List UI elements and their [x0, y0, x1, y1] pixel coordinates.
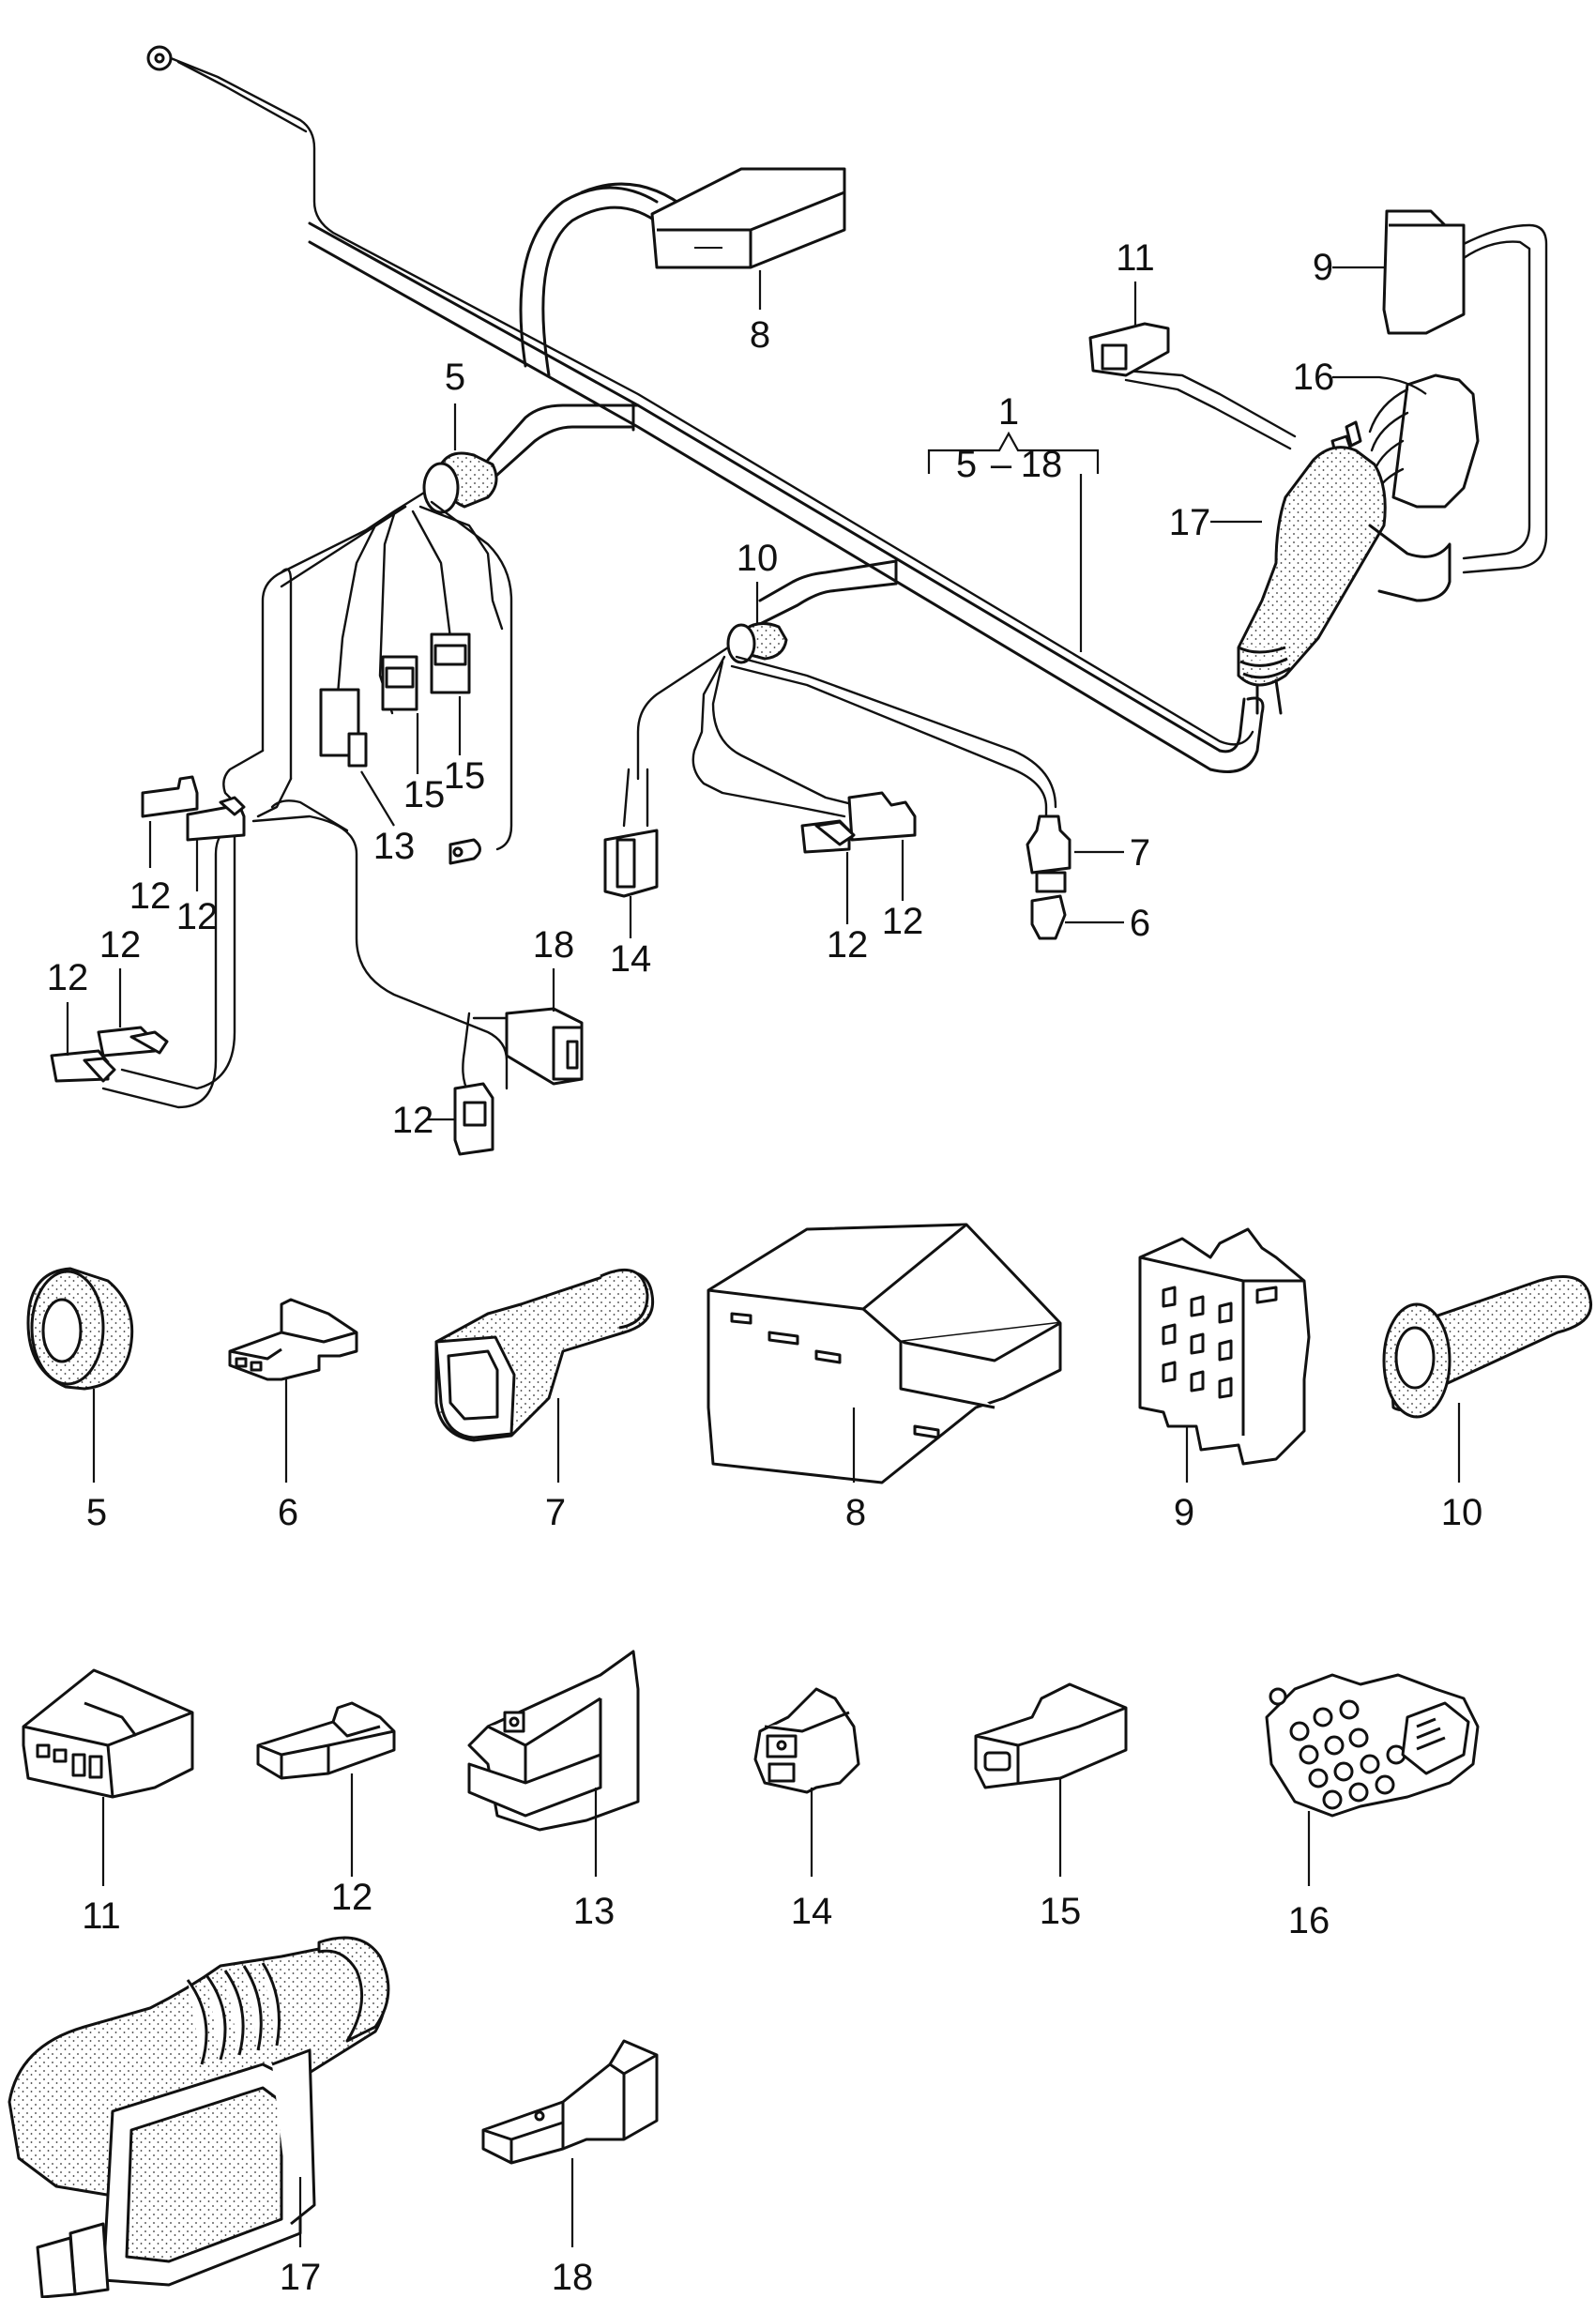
connector-7-and-6-assembled — [1026, 814, 1072, 940]
parts-row-3: 17 18 — [8, 1936, 659, 2298]
callout-12-f: 12 — [827, 924, 869, 966]
part-label-8: 8 — [845, 1492, 866, 1533]
callout-6: 6 — [1130, 903, 1150, 944]
part-label-17: 17 — [280, 2257, 322, 2298]
part-12-connector: 12 — [256, 1701, 396, 1918]
part-label-18: 18 — [552, 2257, 594, 2298]
parts-row-2: 11 12 13 — [22, 1650, 1480, 1941]
callout-16: 16 — [1293, 357, 1335, 398]
part-label-9: 9 — [1174, 1492, 1194, 1533]
part-7-boot: 7 — [434, 1268, 655, 1533]
part-11-connector: 11 — [22, 1668, 194, 1937]
callout-14: 14 — [610, 938, 652, 980]
connector-8-loop — [519, 167, 846, 377]
callout-15-b: 15 — [444, 755, 486, 797]
left-branch — [101, 403, 640, 1109]
part-17-boot: 17 — [8, 1936, 390, 2298]
harness-assembly — [50, 45, 1548, 1156]
callout-12-e: 12 — [392, 1100, 434, 1141]
callout-8: 8 — [750, 314, 770, 356]
ground-eyelet — [146, 45, 1254, 746]
callout-12-a: 12 — [129, 875, 172, 917]
group-range-to: 18 — [1021, 444, 1063, 485]
left-connectors-12 — [50, 775, 246, 1083]
callout-18: 18 — [533, 924, 575, 966]
parts-row-1: 5 6 7 — [26, 1223, 1593, 1533]
part-label-7: 7 — [545, 1492, 566, 1533]
callout-11: 11 — [1116, 237, 1155, 279]
part-10-grommet: 10 — [1382, 1275, 1593, 1533]
part-16-multipin-connector: 16 — [1265, 1673, 1480, 1941]
connector-18-and-12 — [453, 1007, 584, 1156]
callout-12-d: 12 — [47, 957, 89, 998]
part-label-15: 15 — [1040, 1891, 1082, 1932]
part-9-relay-base: 9 — [1138, 1227, 1311, 1533]
assembly-callouts: 5 8 1 5 – 18 10 11 9 16 17 12 12 13 15 1… — [47, 237, 1427, 1141]
part-label-13: 13 — [573, 1891, 616, 1932]
callout-5: 5 — [445, 357, 465, 398]
part-8-connector-block: 8 — [707, 1223, 1062, 1533]
group-range-dash: – — [991, 444, 1012, 485]
middle-branch — [636, 559, 1057, 818]
part-18-connector: 18 — [481, 2039, 659, 2298]
part-label-10: 10 — [1441, 1492, 1483, 1533]
group-range-from: 5 — [956, 444, 977, 485]
part-6-plug-housing: 6 — [228, 1298, 358, 1533]
callout-17: 17 — [1169, 502, 1211, 543]
part-label-14: 14 — [791, 1891, 833, 1932]
callout-13: 13 — [373, 826, 416, 867]
group-callout-1: 1 — [998, 391, 1019, 433]
callout-10: 10 — [737, 538, 779, 579]
part-14-connector: 14 — [753, 1687, 860, 1932]
part-label-6: 6 — [278, 1492, 298, 1533]
callout-7: 7 — [1130, 832, 1150, 874]
part-label-11: 11 — [82, 1895, 121, 1937]
callout-9: 9 — [1313, 247, 1333, 288]
callout-12-c: 12 — [99, 924, 142, 966]
connector-14-assembled — [603, 768, 659, 898]
callout-12-b: 12 — [176, 896, 219, 937]
part-label-12: 12 — [331, 1877, 373, 1918]
part-label-5: 5 — [86, 1492, 107, 1533]
part-5-grommet: 5 — [26, 1267, 134, 1533]
left-branch-connectors — [319, 632, 481, 865]
callout-12-g: 12 — [882, 901, 924, 942]
callout-15-a: 15 — [403, 774, 446, 815]
part-13-connector: 13 — [467, 1650, 640, 1932]
middle-connectors-12 — [800, 791, 917, 854]
part-15-connector: 15 — [974, 1682, 1128, 1932]
part-label-16: 16 — [1288, 1900, 1330, 1941]
right-side-harness — [1088, 209, 1548, 715]
